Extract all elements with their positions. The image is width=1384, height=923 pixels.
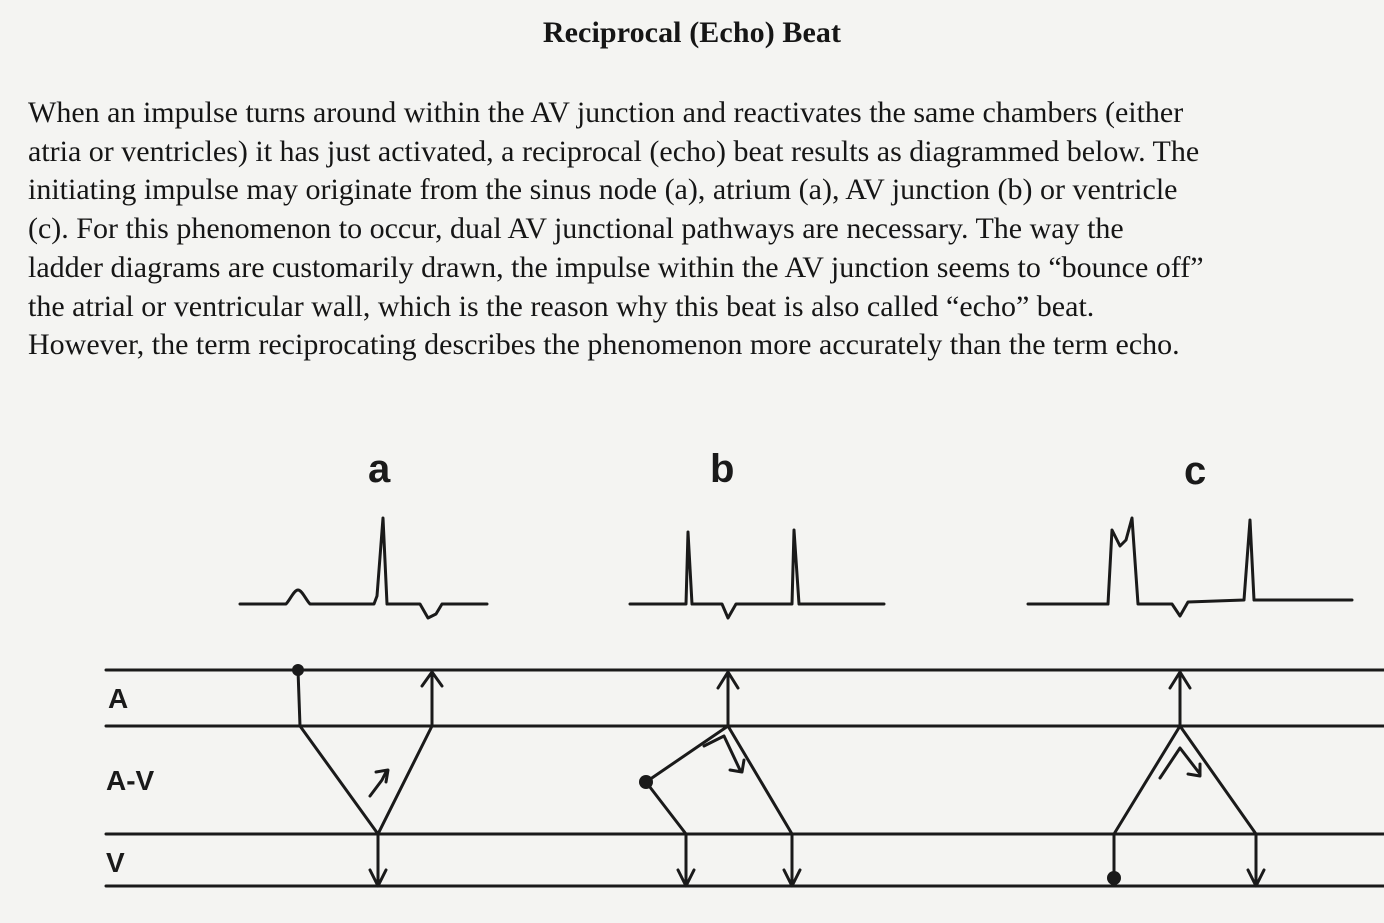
paragraph-line: the atrial or ventricular wall, which is… (28, 289, 1095, 323)
row-label-atrium: A (108, 683, 128, 714)
paragraph-line: atria or ventricles) it has just activat… (28, 134, 1200, 168)
panel-label-b: b (710, 447, 734, 491)
paragraph-line: (c). For this phenomenon to occur, dual … (28, 212, 1124, 246)
ladder-panel-c (1107, 670, 1266, 888)
row-label-av-junction: A-V (106, 765, 155, 796)
ladder-panel-b (639, 670, 802, 888)
panel-label-c: c (1184, 449, 1206, 493)
paragraph-line: When an impulse turns around within the … (28, 96, 1184, 129)
body-paragraph: When an impulse turns around within the … (28, 94, 1368, 365)
ecg-trace-a (238, 516, 489, 620)
paragraph-line: initiating impulse may originate from th… (28, 173, 1178, 207)
document-title: Reciprocal (Echo) Beat (542, 16, 842, 49)
panel-label-a: a (368, 447, 391, 491)
paragraph-line: However, the term reciprocating describe… (28, 328, 1180, 362)
ladder-panel-a (292, 664, 444, 888)
paragraph-line: ladder diagrams are customarily drawn, t… (28, 250, 1204, 284)
row-label-ventricle: V (106, 847, 125, 878)
ecg-trace-b (628, 528, 886, 620)
ecg-trace-c (1026, 516, 1354, 618)
